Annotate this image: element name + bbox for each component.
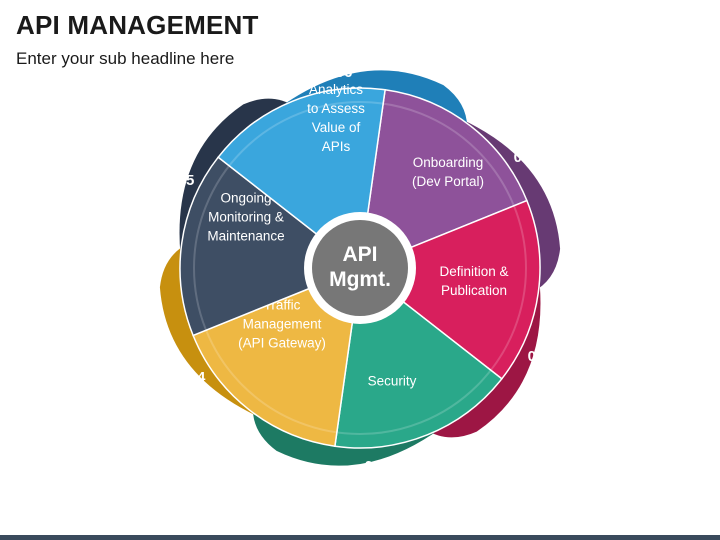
segment-01-label-line: Onboarding <box>413 155 484 170</box>
footer-bar <box>0 535 720 540</box>
segment-01-wedge <box>359 88 528 270</box>
segment-03-label-line: Security <box>368 374 417 389</box>
page-title: API MANAGEMENT <box>16 10 259 40</box>
page-subtitle: Enter your sub headline here <box>16 49 235 68</box>
segment-05-label-line: Maintenance <box>207 229 284 244</box>
segment-04-label-line: Management <box>243 317 322 332</box>
segment-05-label-line: Ongoing <box>220 191 271 206</box>
segment-05-wedge <box>179 156 362 337</box>
segment-02-number: 02 <box>528 348 545 365</box>
segment-01-label-line: (Dev Portal) <box>412 174 484 189</box>
segment-01-label: Onboarding (Dev Portal) <box>412 155 484 189</box>
segment-04-wedge <box>192 266 361 448</box>
segment-02-label-line: Definition & <box>439 264 508 279</box>
segment-01-number: 01 <box>514 149 531 166</box>
segment-06-number: 06 <box>336 64 353 81</box>
inner-rim-ring <box>193 101 527 435</box>
segment-02-wedge <box>358 199 541 380</box>
segment-02-label: Definition & Publication <box>439 264 508 298</box>
hub-label-line: API <box>342 243 377 266</box>
segments: 01 Onboarding (Dev Portal) 02 Definition & Pu… <box>178 64 545 475</box>
segment-06-label-line: Analytics <box>309 82 363 97</box>
segment-06-label-line: APIs <box>322 139 351 154</box>
segment-04-number: 04 <box>189 369 206 386</box>
segment-03-label: Security <box>368 374 417 389</box>
segment-04-label-line: (API Gateway) <box>238 336 326 351</box>
segment-03-number: 03 <box>365 458 382 475</box>
hub-label-line: Mgmt. <box>329 268 391 291</box>
segment-06-label-line: Value of <box>312 120 361 135</box>
hub-circle <box>312 220 408 316</box>
segment-02-label-line: Publication <box>441 283 507 298</box>
segment-06-label-line: to Assess <box>307 101 365 116</box>
segment-05-number: 05 <box>178 172 195 189</box>
segment-05-label-line: Monitoring & <box>208 210 284 225</box>
